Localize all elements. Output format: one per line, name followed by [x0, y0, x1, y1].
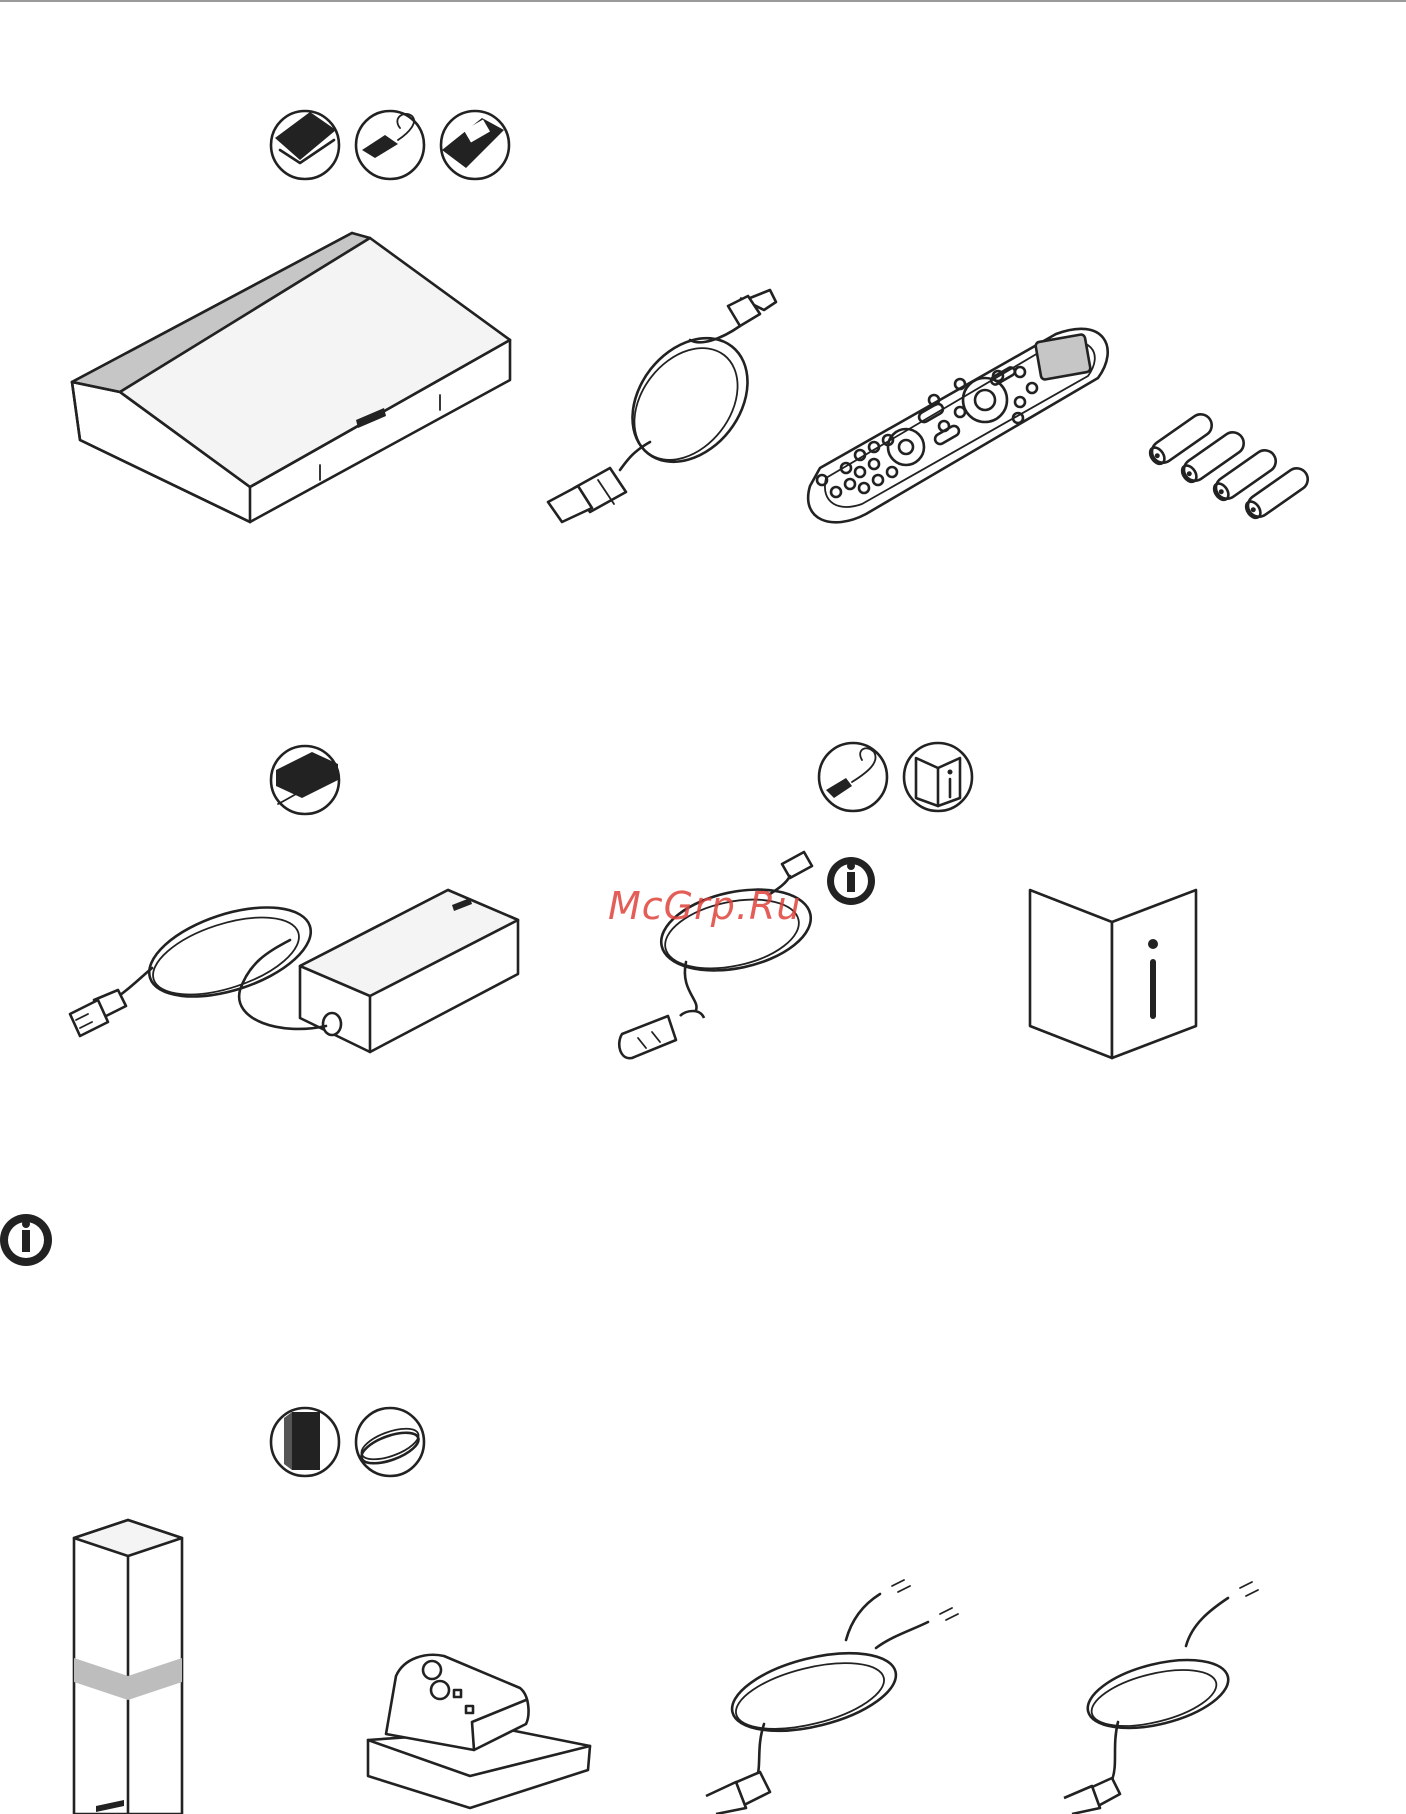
speaker-badge-icon	[271, 1408, 339, 1476]
power-cord-badge-icon	[819, 743, 887, 811]
manual-badge-icon	[904, 743, 972, 811]
hdmi-cable-icon	[548, 290, 776, 522]
power-cord-icon	[619, 852, 818, 1058]
console-badge-icon	[271, 111, 339, 179]
speaker-cable-badge-icon	[356, 1408, 424, 1476]
power-supply-badge-icon	[271, 746, 339, 814]
power-supply-icon	[70, 890, 518, 1052]
dual-speaker-cable-icon	[706, 1580, 958, 1814]
remote-badge-icon	[441, 111, 509, 179]
universal-remote-icon	[808, 329, 1108, 523]
single-speaker-cable-icon	[1064, 1582, 1258, 1814]
speaker-array-icon	[74, 1520, 182, 1814]
speaker-stand-base-icon	[368, 1655, 590, 1808]
aa-batteries-icon	[1146, 410, 1312, 522]
owners-guide-icon	[1030, 890, 1196, 1058]
note-info-icon	[0, 1214, 52, 1266]
info-icon	[827, 857, 875, 905]
hdmi-cable-badge-icon	[356, 111, 424, 179]
watermark-text: McGrp.Ru	[608, 884, 801, 928]
console-icon	[72, 233, 510, 522]
